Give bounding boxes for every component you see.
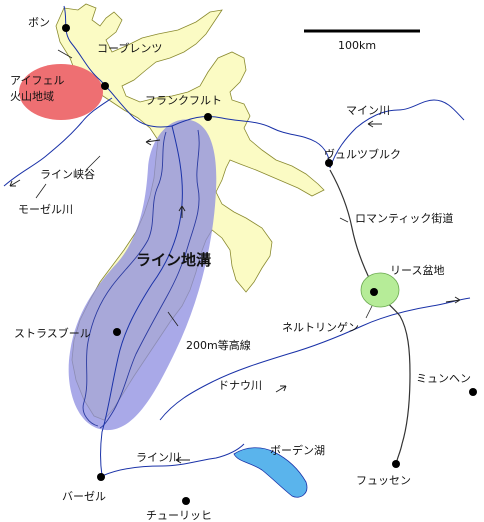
city-markers — [62, 24, 477, 505]
label-mosel-river: モーゼル川 — [18, 203, 73, 216]
label-danube-river: ドナウ川 — [218, 379, 262, 392]
label-bodensee: ボーデン湖 — [270, 443, 325, 457]
label-rhine-river: ライン川 — [136, 451, 180, 464]
scale-label: 100km — [338, 39, 376, 52]
munich-marker — [469, 388, 477, 396]
fussen-marker — [392, 460, 400, 468]
label-munich: ミュンヘン — [416, 372, 471, 385]
koblenz-marker — [101, 82, 109, 90]
danube-river-line — [159, 297, 471, 421]
label-rhine-graben: ライン地溝 — [136, 251, 211, 269]
ries-basin — [360, 272, 400, 308]
rhine-graben — [68, 119, 217, 431]
label-contour-200m: 200m等高線 — [186, 338, 251, 352]
label-bonn: ボン — [28, 16, 50, 29]
nordlingen-marker — [370, 288, 378, 296]
rhine-river-line — [63, 5, 183, 477]
romantic-road-line — [329, 169, 411, 467]
label-rhine-gorge: ライン峡谷 — [40, 167, 95, 181]
mosel-river-line — [3, 97, 113, 187]
label-ries-basin: リース盆地 — [390, 263, 444, 277]
strasbourg-marker — [113, 328, 121, 336]
label-zurich: チューリッヒ — [146, 509, 212, 522]
label-eifel: アイフェル 火山地域 — [10, 74, 68, 103]
label-strasbourg: ストラスブール — [14, 326, 91, 340]
label-eifel-line1: アイフェル — [10, 74, 64, 87]
flow-arrows — [9, 120, 461, 464]
bonn-marker — [62, 24, 70, 32]
rhine-upper-river-line — [101, 443, 245, 477]
label-frankfurt: フランクフルト — [145, 94, 222, 107]
label-main-river: マイン川 — [346, 104, 390, 117]
label-basel: バーゼル — [62, 490, 106, 503]
contour-line-east — [99, 129, 200, 429]
contour-line-west — [82, 131, 167, 427]
frankfurt-marker — [204, 113, 212, 121]
label-wurzburg: ヴュルツブルク — [324, 147, 401, 161]
eifel-volcanic-area — [19, 64, 103, 120]
label-fussen: フュッセン — [356, 474, 411, 487]
basel-marker — [97, 473, 105, 481]
main-river-line — [171, 99, 465, 169]
label-romantic-road: ロマンティック街道 — [355, 211, 453, 225]
wurzburg-marker — [325, 159, 333, 167]
bodensee-lake — [233, 447, 308, 498]
zurich-marker — [182, 497, 190, 505]
label-nordlingen: ネルトリンゲン — [282, 321, 359, 334]
label-eifel-line2: 火山地域 — [10, 90, 54, 103]
label-koblenz: コーブレンツ — [97, 41, 162, 55]
